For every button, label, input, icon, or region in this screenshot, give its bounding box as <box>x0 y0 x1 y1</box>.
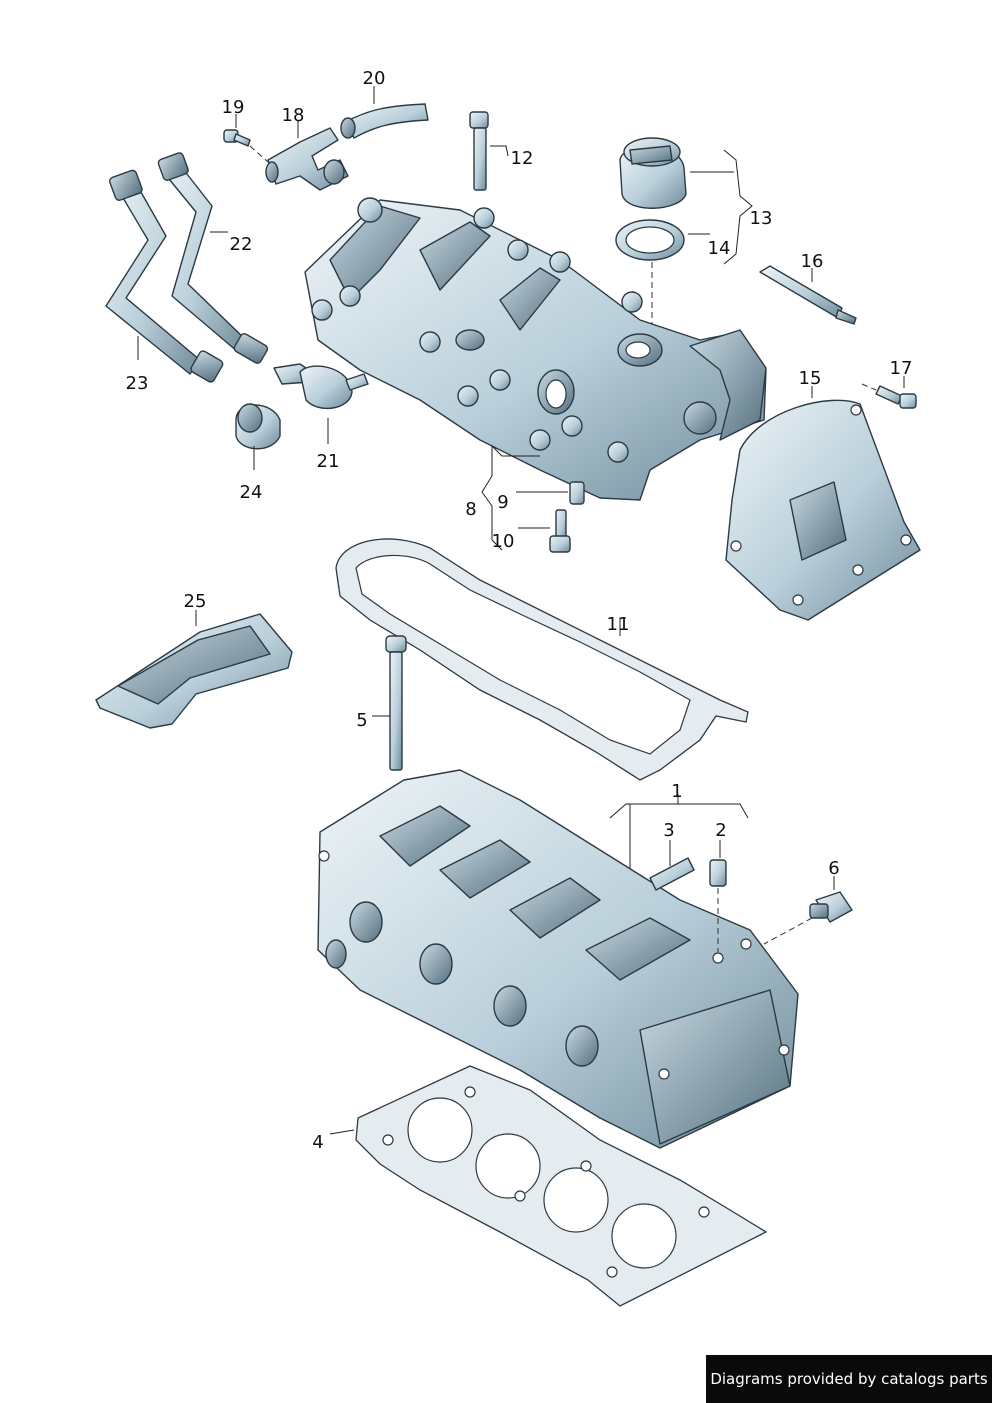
callout-16: 16 <box>801 251 824 272</box>
part-3-stud <box>649 857 695 891</box>
callout-24: 24 <box>240 482 263 503</box>
leader-12 <box>490 145 509 157</box>
part-6-screw-plug <box>809 891 853 923</box>
callout-22: 22 <box>230 234 253 255</box>
callout-21: 21 <box>317 451 340 472</box>
dash-17-15 <box>861 383 877 391</box>
part-19-screw <box>223 129 251 147</box>
part-18-t-connector <box>265 127 349 191</box>
leader-11 <box>619 617 626 636</box>
dash-6-head <box>763 917 813 945</box>
part-23-vent-pipe <box>105 169 224 383</box>
part-5-head-bolt <box>385 635 407 771</box>
callout-3: 3 <box>663 820 674 841</box>
part-24-plug <box>235 403 281 450</box>
bracket-8 <box>481 444 540 551</box>
part-4-head-gasket <box>355 1065 768 1307</box>
cylinder-head-cover <box>304 197 767 501</box>
callout-15: 15 <box>799 368 822 389</box>
part-16-sealant-tube <box>759 265 857 325</box>
callout-5: 5 <box>356 710 367 731</box>
callout-14: 14 <box>708 238 731 259</box>
callout-1: 1 <box>671 781 682 802</box>
part-20-breather-hose <box>340 103 429 139</box>
bracket-13 <box>723 149 753 265</box>
part-10-bolt <box>549 509 571 553</box>
callout-12: 12 <box>511 148 534 169</box>
callout-6: 6 <box>828 858 839 879</box>
part-25-engine-cover <box>95 613 293 729</box>
part-17-screw <box>875 385 917 409</box>
part-11-cover-gasket <box>335 538 749 781</box>
callout-25: 25 <box>184 591 207 612</box>
callout-10: 10 <box>492 531 515 552</box>
callout-9: 9 <box>497 492 508 513</box>
callout-23: 23 <box>126 373 149 394</box>
diagram-credit-banner: Diagrams provided by catalogs parts <box>706 1355 992 1403</box>
callout-13: 13 <box>750 208 773 229</box>
part-15-cover <box>725 399 921 621</box>
part-14-seal-ring <box>615 219 685 261</box>
part-2-sleeve <box>709 859 727 887</box>
part-13-oil-filler-cap <box>619 137 687 209</box>
leader-lines <box>137 86 905 1135</box>
leader-4 <box>329 1129 355 1135</box>
part-9-sleeve <box>569 481 585 505</box>
dash-19-18 <box>249 145 269 163</box>
callout-2: 2 <box>715 820 726 841</box>
part-1-cylinder-head <box>317 769 799 1149</box>
bracket-1 <box>609 803 749 819</box>
callout-11: 11 <box>607 614 630 635</box>
callout-18: 18 <box>282 105 305 126</box>
callout-19: 19 <box>222 97 245 118</box>
callout-labels: 20 19 18 12 13 14 22 16 17 15 23 21 24 9… <box>126 68 913 1153</box>
callout-20: 20 <box>363 68 386 89</box>
callout-8: 8 <box>465 499 476 520</box>
part-21-pressure-valve <box>273 363 369 410</box>
callout-17: 17 <box>890 358 913 379</box>
callout-4: 4 <box>312 1132 323 1153</box>
part-12-bolt <box>469 111 489 191</box>
part-22-vent-pipe <box>157 152 269 364</box>
